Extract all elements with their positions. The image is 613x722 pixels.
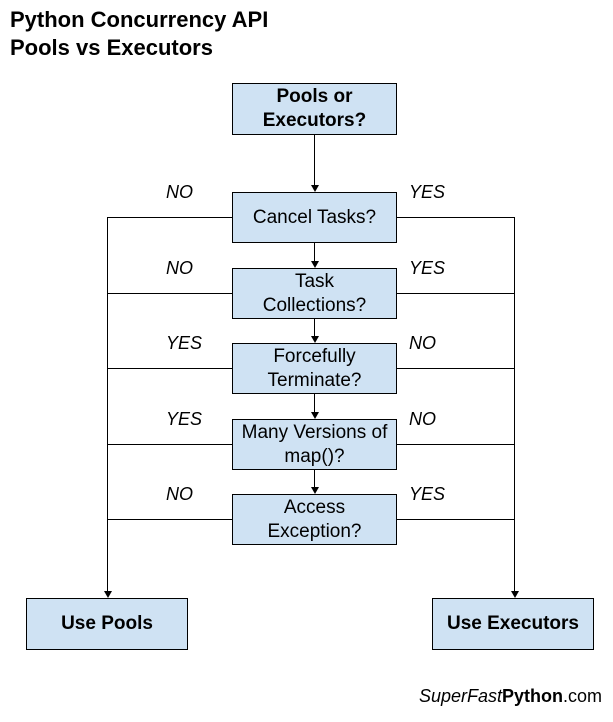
watermark-python: Python xyxy=(501,686,563,706)
rail-right xyxy=(514,217,515,591)
edge-label-q5-right: YES xyxy=(409,484,446,504)
arrowhead-q3-to-q4 xyxy=(311,412,319,419)
edge-label-q2-right: YES xyxy=(409,258,446,278)
edge-label-q4-right: NO xyxy=(409,409,436,429)
connector-q4-right xyxy=(397,444,515,445)
page-title-line2: Pools vs Executors xyxy=(10,35,213,60)
rail-left xyxy=(107,217,108,591)
connector-q1-left xyxy=(107,217,232,218)
edge-label-q3-left: YES xyxy=(166,333,203,353)
node-use-executors: Use Executors xyxy=(432,598,594,650)
arrowhead-use-pools xyxy=(104,591,112,598)
connector-q1-to-q2 xyxy=(314,243,315,261)
connector-root-to-q1 xyxy=(314,135,315,185)
connector-q3-left xyxy=(107,368,232,369)
arrowhead-root-to-q1 xyxy=(311,185,319,192)
arrowhead-use-executors xyxy=(511,591,519,598)
page-title: Python Concurrency API Pools vs Executor… xyxy=(10,6,268,62)
connector-q1-right xyxy=(397,217,515,218)
node-access-exception: Access Exception? xyxy=(232,494,397,545)
node-many-versions-of-map: Many Versions of map()? xyxy=(232,419,397,470)
node-task-collections: Task Collections? xyxy=(232,268,397,319)
arrowhead-q2-to-q3 xyxy=(311,336,319,343)
node-pools-or-executors: Pools or Executors? xyxy=(232,83,397,135)
connector-q2-left xyxy=(107,293,232,294)
connector-q4-left xyxy=(107,444,232,445)
watermark-com: .com xyxy=(562,686,602,706)
node-forcefully-terminate: Forcefully Terminate? xyxy=(232,343,397,394)
edge-label-q1-left: NO xyxy=(166,182,193,202)
connector-q3-right xyxy=(397,368,515,369)
watermark-superfast: SuperFast xyxy=(418,686,502,706)
node-use-pools: Use Pools xyxy=(26,598,188,650)
watermark: SuperFastPython.com xyxy=(419,686,602,706)
edge-label-q4-left: YES xyxy=(166,409,203,429)
edge-label-q3-right: NO xyxy=(409,333,436,353)
edge-label-q1-right: YES xyxy=(409,182,446,202)
connector-q5-left xyxy=(107,519,232,520)
connector-q4-to-q5 xyxy=(314,470,315,487)
page-title-line1: Python Concurrency API xyxy=(10,7,269,32)
edge-label-q2-left: NO xyxy=(166,258,193,278)
node-cancel-tasks: Cancel Tasks? xyxy=(232,192,397,243)
arrowhead-q4-to-q5 xyxy=(311,487,319,494)
connector-q2-to-q3 xyxy=(314,319,315,336)
connector-q5-right xyxy=(397,519,515,520)
connector-q2-right xyxy=(397,293,515,294)
connector-q3-to-q4 xyxy=(314,394,315,412)
edge-label-q5-left: NO xyxy=(166,484,193,504)
arrowhead-q1-to-q2 xyxy=(311,261,319,268)
